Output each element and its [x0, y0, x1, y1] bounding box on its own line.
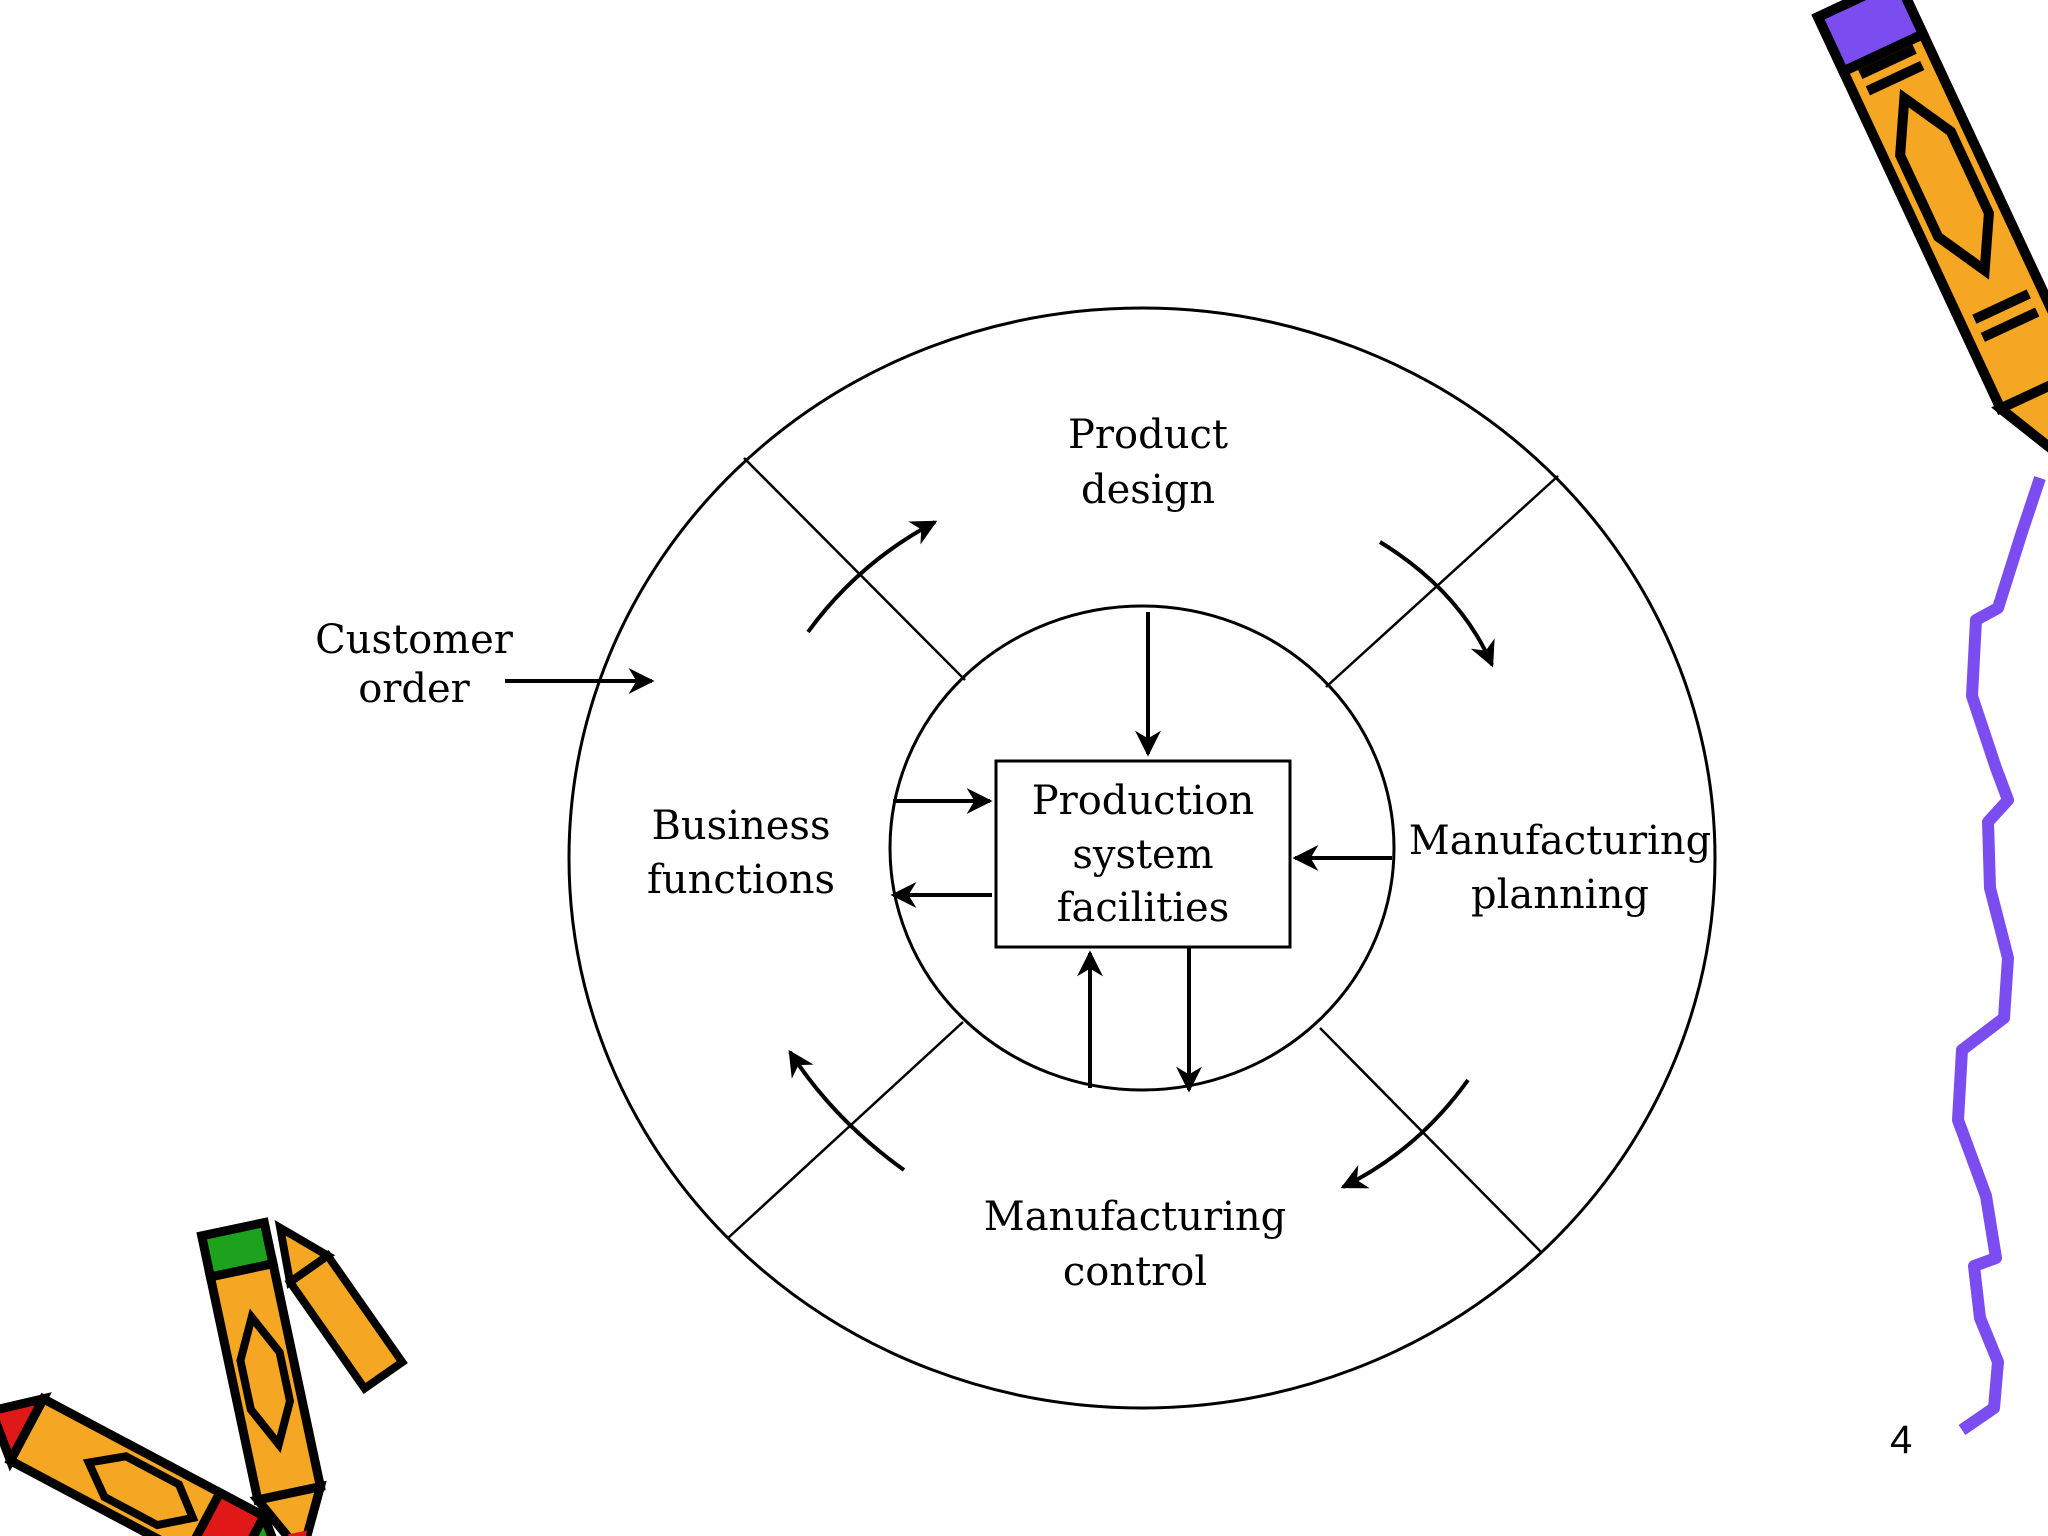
- manufacturing-control-label-2: control: [1063, 1249, 1207, 1295]
- page-number: 4: [1890, 1418, 1913, 1462]
- flow-arrows: [505, 612, 1392, 1093]
- center-label-1: Production: [1032, 778, 1255, 824]
- manufacturing-planning-label-2: planning: [1471, 872, 1649, 918]
- business-functions-label-1: Business: [652, 803, 831, 849]
- outer-ring: [567, 306, 1717, 1410]
- pencil-icon: [1811, 0, 2048, 480]
- product-design-label-2: design: [1081, 467, 1215, 513]
- business-functions-label-2: functions: [647, 857, 835, 903]
- divider-bottom-right: [1319, 1027, 1543, 1254]
- manufacturing-control-label-1: Manufacturing: [984, 1194, 1287, 1240]
- center-box: [994, 759, 1292, 949]
- cycle-arrows: [788, 520, 1495, 1189]
- center-label-2: system: [1072, 832, 1213, 878]
- arrow-cycle-business-to-design: [806, 520, 938, 634]
- customer-order-label-2: order: [358, 666, 470, 712]
- arrow-cycle-design-to-planning: [1378, 540, 1495, 668]
- divider-bottom-left: [727, 1021, 964, 1239]
- product-design-label-1: Product: [1068, 412, 1228, 458]
- customer-order-label-1: Customer: [315, 617, 514, 663]
- divider-top-right: [1325, 475, 1559, 688]
- arrow-cycle-planning-to-control: [1340, 1078, 1470, 1189]
- divider-top-left: [743, 457, 966, 681]
- squiggle-line: [1952, 476, 2046, 1435]
- arrow-cycle-control-to-business: [788, 1049, 906, 1172]
- center-label-3: facilities: [1057, 885, 1230, 931]
- manufacturing-planning-label-1: Manufacturing: [1409, 818, 1712, 864]
- crayons-icon: [0, 1217, 408, 1536]
- inner-ring: [888, 604, 1396, 1092]
